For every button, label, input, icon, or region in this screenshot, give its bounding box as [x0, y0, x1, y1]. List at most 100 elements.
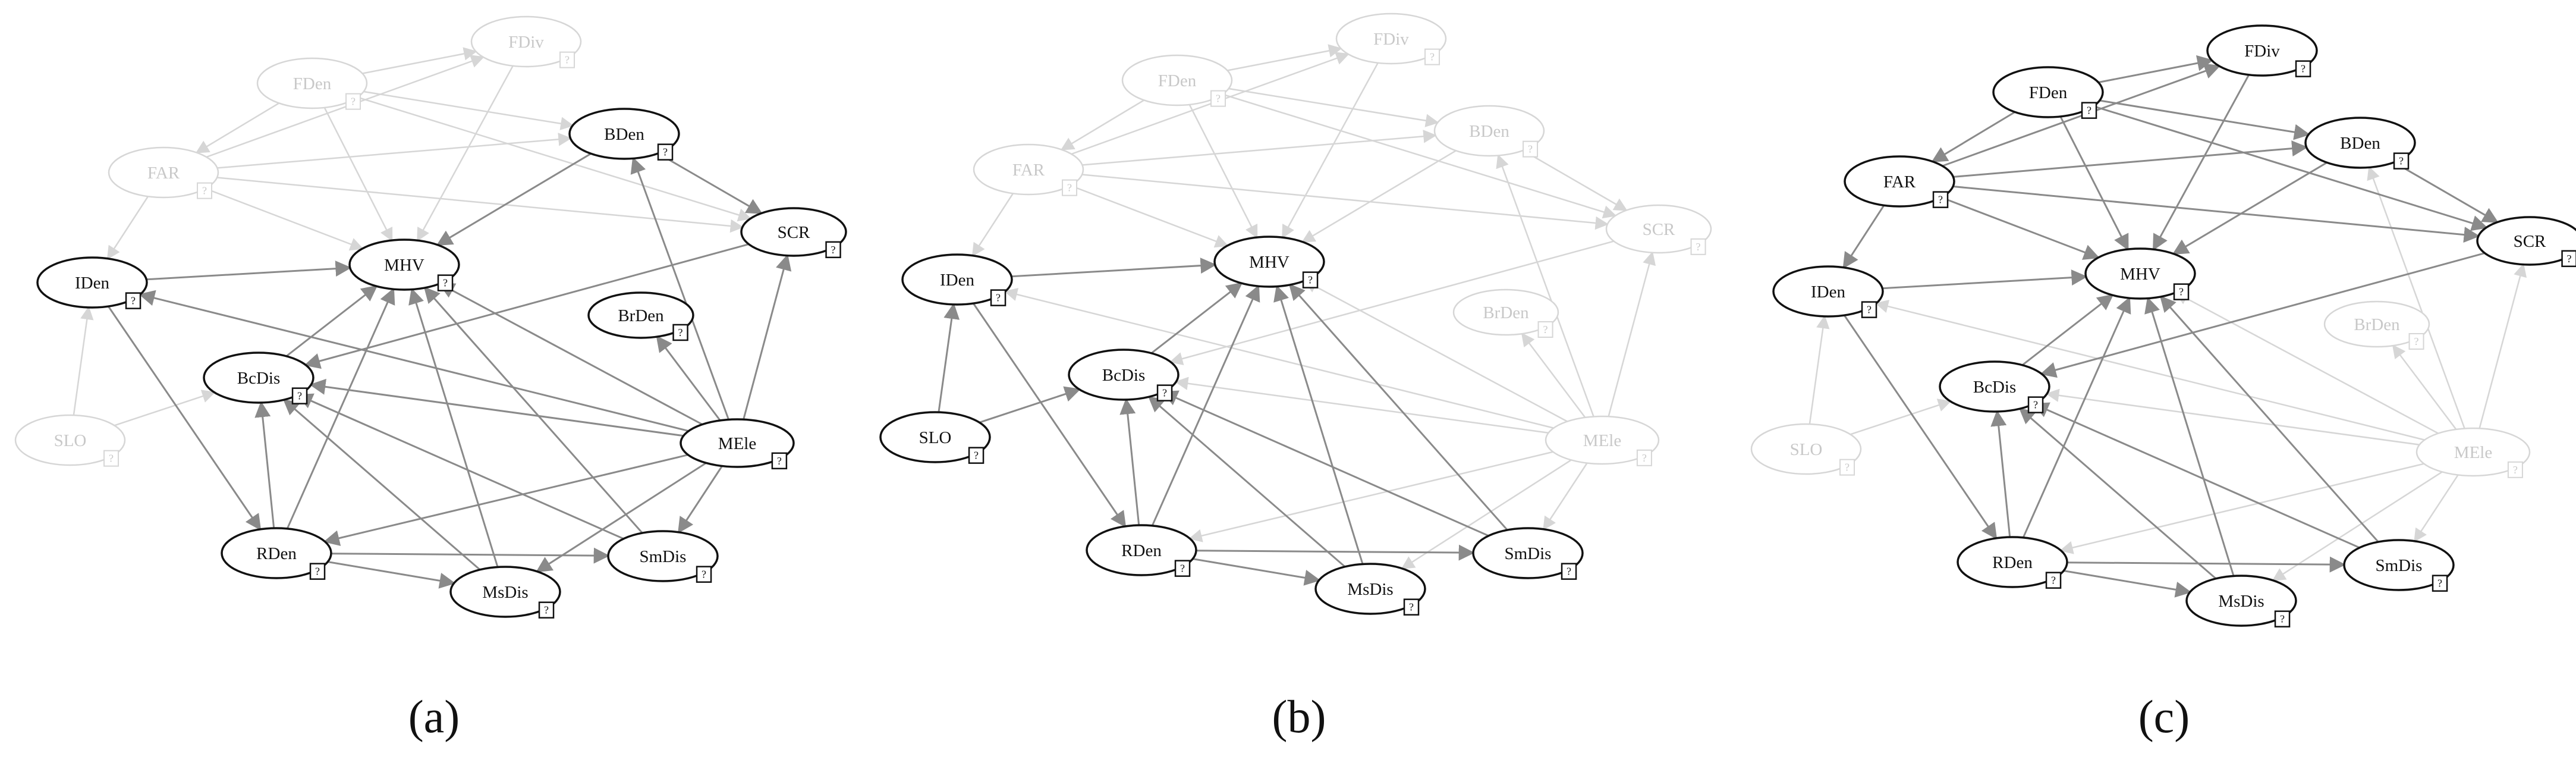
badge-question-mark: ? [1938, 194, 1943, 206]
badge-box [1636, 449, 1652, 466]
node-SCR: SCR? [2476, 216, 2576, 268]
badge-box [559, 51, 575, 68]
node-ellipse [587, 291, 694, 339]
node-ellipse [36, 256, 148, 309]
node-RDen: RDen? [221, 527, 332, 580]
node-label: IDen [940, 271, 974, 290]
node-label: BcDis [1973, 378, 2017, 397]
edge-FAR-to-IDen [1842, 205, 1885, 269]
badge-box [2408, 332, 2424, 350]
badge-question-mark: ? [202, 185, 207, 197]
badge-question-mark: ? [663, 146, 668, 158]
badge-box [825, 241, 841, 259]
edge-MsDis-to-BcDis [1147, 396, 1346, 567]
node-label: MHV [1249, 253, 1289, 272]
node-ellipse [2185, 575, 2297, 627]
node-SmDis: SmDis? [607, 530, 719, 583]
badge-box [1561, 563, 1577, 580]
badge-box [2561, 250, 2576, 268]
edge-BDen-to-SCR [2393, 161, 2499, 223]
edge-MEle-to-SmDis [1543, 462, 1588, 531]
node-ellipse [203, 352, 314, 404]
node-ellipse [1939, 360, 2050, 413]
panel-b-graph: FDiv?FDen?BDen?FAR?SCR?IDen?MHV?BrDen?Bc… [879, 12, 1712, 616]
node-ellipse [108, 146, 219, 199]
node-FDen: FDen? [1992, 66, 2104, 119]
edge-FAR-to-SCR [1952, 186, 2480, 243]
edge-SCR-to-BcDis [304, 243, 749, 369]
node-FDiv: FDiv? [1335, 12, 1447, 65]
badge-box [1424, 48, 1440, 65]
node-BDen: BDen? [568, 108, 680, 161]
node-ellipse [1086, 524, 1197, 576]
node-label: FAR [1883, 172, 1916, 192]
edge-IDen-to-MHV [1882, 269, 2088, 290]
node-label: SmDis [2376, 556, 2423, 575]
node-ellipse [1314, 563, 1426, 615]
badge-box [1932, 191, 1949, 208]
badge-box [2507, 461, 2523, 478]
node-label: SCR [778, 223, 810, 242]
panel-b-label: (b) [1272, 691, 1326, 742]
edge-SLO-to-BcDis [1850, 399, 1952, 435]
node-label: BcDis [237, 369, 281, 388]
edge-RDen-to-MHV [286, 287, 395, 529]
panel-c-graph: FDiv?FDen?BDen?FAR?SCR?IDen?MHV?BrDen?Bc… [1750, 24, 2576, 627]
node-label: FDen [293, 74, 332, 93]
badge-question-mark: ? [2087, 105, 2091, 117]
badge-box [990, 289, 1007, 306]
edge-FDen-to-FAR [1060, 99, 1144, 150]
node-ellipse [740, 207, 847, 257]
edge-RDen-to-BcDis [1119, 398, 1140, 526]
node-ellipse [901, 253, 1013, 306]
badge-question-mark: ? [2033, 399, 2038, 411]
node-FAR: FAR? [108, 146, 219, 199]
badge-question-mark: ? [443, 277, 448, 289]
node-BcDis: BcDis? [1068, 349, 1180, 401]
edge-FAR-to-FDiv [206, 55, 485, 158]
edge-RDen-to-MHV [1151, 284, 1260, 526]
badge-box [103, 450, 119, 467]
edge-MEle-to-SCR [1608, 251, 1656, 417]
edge-SLO-to-BcDis [979, 386, 1081, 423]
edge-FDen-to-FDiv [362, 47, 477, 74]
badge-question-mark: ? [131, 295, 136, 307]
edge-MEle-to-BDen [630, 156, 730, 421]
node-label: SLO [1790, 440, 1823, 459]
edge-MEle-to-IDen [1004, 288, 1554, 429]
edge-MsDis-to-MHV [408, 288, 499, 567]
edge-RDen-to-BcDis [1990, 410, 2011, 538]
node-label: BrDen [1483, 303, 1529, 322]
edge-SCR-to-BcDis [1169, 240, 1614, 366]
badge-question-mark: ? [1308, 274, 1313, 286]
badge-box [2027, 396, 2044, 413]
edge-SLO-to-IDen [1808, 315, 1830, 425]
edge-BDen-to-MHV [436, 153, 592, 246]
edge-MEle-to-MsDis [536, 462, 707, 573]
edge-MEle-to-RDen [2059, 463, 2424, 554]
badge-question-mark: ? [544, 604, 549, 616]
badge-question-mark: ? [1567, 566, 1571, 578]
node-IDen: IDen? [36, 256, 148, 309]
node-label: BcDis [1102, 366, 1146, 385]
node-label: BDen [604, 125, 644, 144]
edge-FDen-to-BDen [363, 90, 574, 130]
badge-question-mark: ? [2567, 253, 2572, 265]
edge-IDen-to-RDen [1844, 315, 1998, 540]
edge-MEle-to-BrDen [656, 335, 721, 421]
edge-MEle-to-BcDis [2045, 388, 2420, 445]
node-ellipse [568, 108, 680, 160]
edge-SmDis-to-MHV [1288, 283, 1508, 531]
badge-question-mark: ? [1067, 182, 1072, 194]
edge-SmDis-to-BcDis [296, 393, 624, 540]
badge-box [1174, 560, 1191, 577]
edge-FDen-to-MHV [1188, 104, 1258, 239]
edge-FDiv-to-MHV [1282, 62, 1379, 239]
node-label: FAR [1012, 161, 1045, 180]
badge-question-mark: ? [678, 327, 683, 338]
badge-box [696, 566, 712, 583]
edge-RDen-to-MHV [2022, 296, 2131, 538]
node-BrDen: BrDen? [2323, 300, 2430, 350]
node-label: RDen [256, 544, 297, 563]
node-FDiv: FDiv? [470, 15, 582, 68]
